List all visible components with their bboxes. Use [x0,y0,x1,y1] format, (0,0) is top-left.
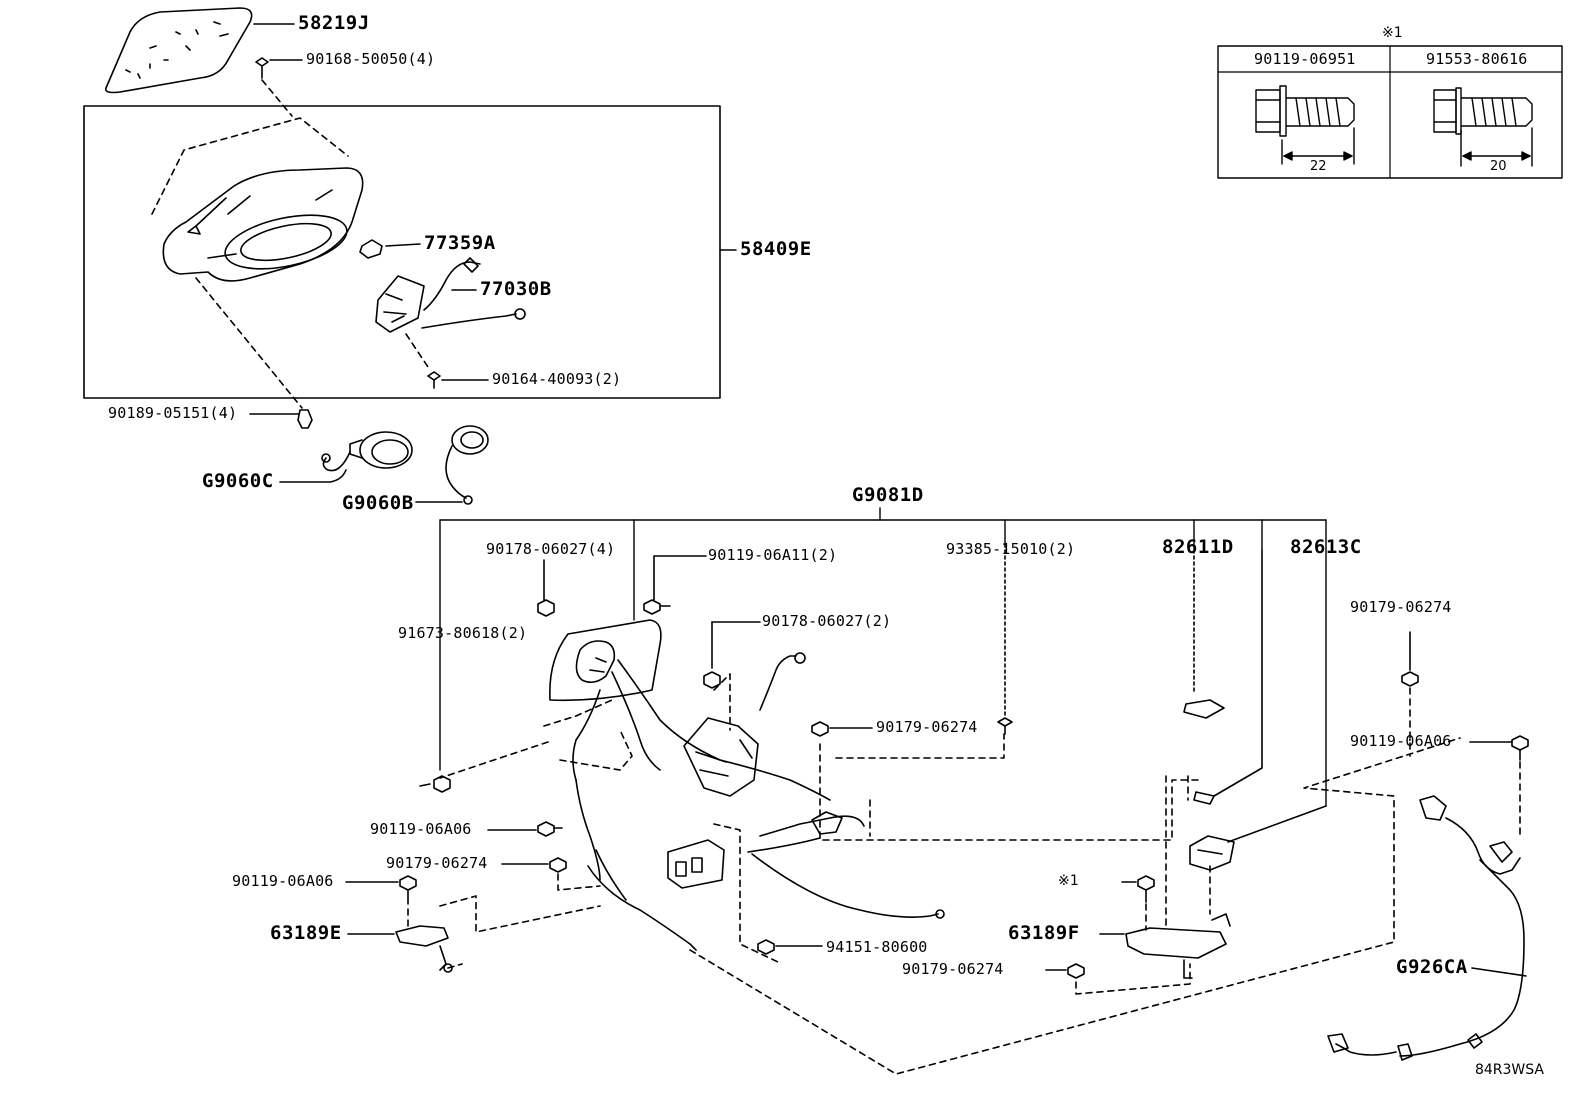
bolt-90119-06A06-b-icon [1511,735,1529,761]
label-90119-06A06-c: 90119-06A06 [232,872,334,890]
label-90179-c: 90179-06274 [386,854,488,872]
label-90178-2: 90178-06027(2) [762,612,892,630]
nut-90179-d-icon [1067,963,1085,979]
bolt-note1-icon [1137,875,1155,903]
bracket-82611D-icon [1183,699,1225,719]
label-90119-06A11: 90119-06A11(2) [708,546,838,564]
fuel-inlet-housing-icon [151,117,364,282]
label-note1: ※1 [1058,873,1080,889]
nut-94151-icon [757,939,775,955]
label-90179-b: 90179-06274 [1350,598,1452,616]
label-77030B: 77030B [480,278,552,300]
connector-82613C-icon [1189,835,1235,871]
harness-G926CA-icon [1327,795,1525,1061]
label-90179-d: 90179-06274 [902,960,1004,978]
bolt-90119-06A11-icon [643,599,671,615]
assembly-box-58409E [83,105,721,399]
label-90179-a: 90179-06274 [876,718,978,736]
junction-block-icon [683,652,806,797]
label-63189F: 63189F [1008,922,1080,944]
label-90164: 90164-40093(2) [492,370,622,388]
nut-90179-c-icon [549,857,567,873]
nut-90179-a-icon [811,721,829,737]
label-63189E: 63189E [270,922,342,944]
fuel-lid-icon [104,7,253,94]
label-58219J: 58219J [298,12,370,34]
label-G9081D: G9081D [852,484,924,506]
legend-part-1: 90119-06951 [1254,50,1356,68]
nut-90178-2-icon [703,671,721,689]
label-90189: 90189-05151(4) [108,404,238,422]
label-G9060B: G9060B [342,492,414,514]
nut-90178-4-icon [537,599,555,617]
lamp-G9060C-icon [321,431,413,472]
clip-90189-icon [297,409,313,429]
lid-actuator-77030B-icon [375,257,526,333]
label-82613C: 82613C [1290,536,1362,558]
label-G926CA: G926CA [1396,956,1468,978]
diagram-code: 84R3WSA [1474,1062,1544,1078]
bolt-93385-icon [997,717,1013,735]
legend-marker: ※1 [1382,25,1403,41]
label-94151: 94151-80600 [826,938,928,956]
bracket-63189E-icon [395,925,453,973]
lamp-G9060B-icon [445,425,489,505]
clip-82613-icon [1193,791,1215,805]
screw-90164-icon [427,371,441,389]
label-90119-06A06-b: 90119-06A06 [1350,732,1452,750]
legend-length-1: 22 [1310,159,1327,174]
nut-90179-b-icon [1401,671,1419,687]
label-58409E: 58409E [740,238,812,260]
bracket-63189F-icon [1125,913,1231,979]
label-90119-06A06-a: 90119-06A06 [370,820,472,838]
label-90168: 90168-50050(4) [306,50,436,68]
group-bracket-G9081D [439,507,1327,807]
bolt-90119-06A06-a-icon [537,821,563,837]
charge-port-assembly-icon [549,619,831,951]
nut-77359A-icon [359,239,383,259]
bolt-91553-80616-icon [1433,87,1533,167]
bolt-90119-06A06-c-icon [399,875,417,899]
bolt-90119-06951-icon [1255,85,1355,165]
legend-box [1217,45,1563,179]
label-90178-4: 90178-06027(4) [486,540,616,558]
legend-part-2: 91553-80616 [1426,50,1528,68]
legend-length-2: 20 [1490,159,1507,174]
label-77359A: 77359A [424,232,496,254]
label-G9060C: G9060C [202,470,274,492]
wire-harness-icon [667,811,945,919]
label-91673: 91673-80618(2) [398,624,528,642]
bolt-91673-icon [419,775,451,793]
screw-90168-icon [255,57,269,79]
label-82611D: 82611D [1162,536,1234,558]
label-93385: 93385-15010(2) [946,540,1076,558]
